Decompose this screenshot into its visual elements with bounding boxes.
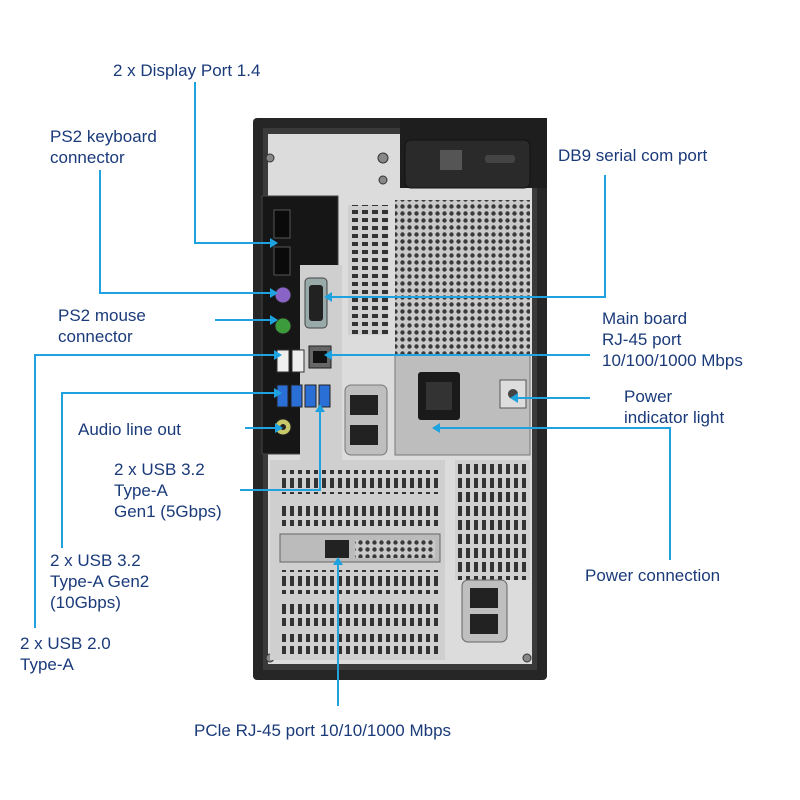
usb32-ports [276, 384, 331, 408]
label-power-connection: Power connection [585, 566, 721, 585]
label-usb-gen1: 2 x USB 3.2 Type-A Gen1 (5Gbps) [114, 460, 222, 521]
psu [394, 354, 531, 456]
audio-jack [274, 418, 292, 436]
db9-port [304, 277, 328, 329]
fan-grille [395, 200, 530, 355]
latch-button-top [350, 395, 378, 415]
label-ps2-mouse: PS2 mouse connector [58, 306, 146, 346]
right-vent [455, 460, 530, 580]
label-audio: Audio line out [78, 420, 182, 439]
expansion-slots [270, 460, 445, 660]
leader-arrowheads [270, 238, 518, 565]
label-pcie-rj45: PCle RJ-45 port 10/10/1000 Mbps [194, 721, 452, 740]
psu-handle [461, 579, 508, 643]
label-power-light: Power indicator light [624, 387, 725, 427]
label-usb20: 2 x USB 2.0 Type-A [20, 634, 111, 674]
label-db9: DB9 serial com port [558, 146, 708, 165]
label-display-port: 2 x Display Port 1.4 [113, 61, 261, 80]
display-ports [273, 209, 291, 276]
label-ps2-keyboard: PS2 keyboard connector [50, 127, 157, 167]
top-handle [400, 118, 547, 189]
leader-lines [34, 82, 671, 706]
latch-button-bottom [350, 425, 378, 445]
label-usb-gen2: 2 x USB 3.2 Type-A Gen2 (10Gbps) [50, 551, 150, 612]
ps2-ports [274, 286, 292, 335]
label-main-rj45: Main board RJ-45 port 10/100/1000 Mbps [602, 309, 743, 370]
upper-vent [348, 205, 388, 335]
